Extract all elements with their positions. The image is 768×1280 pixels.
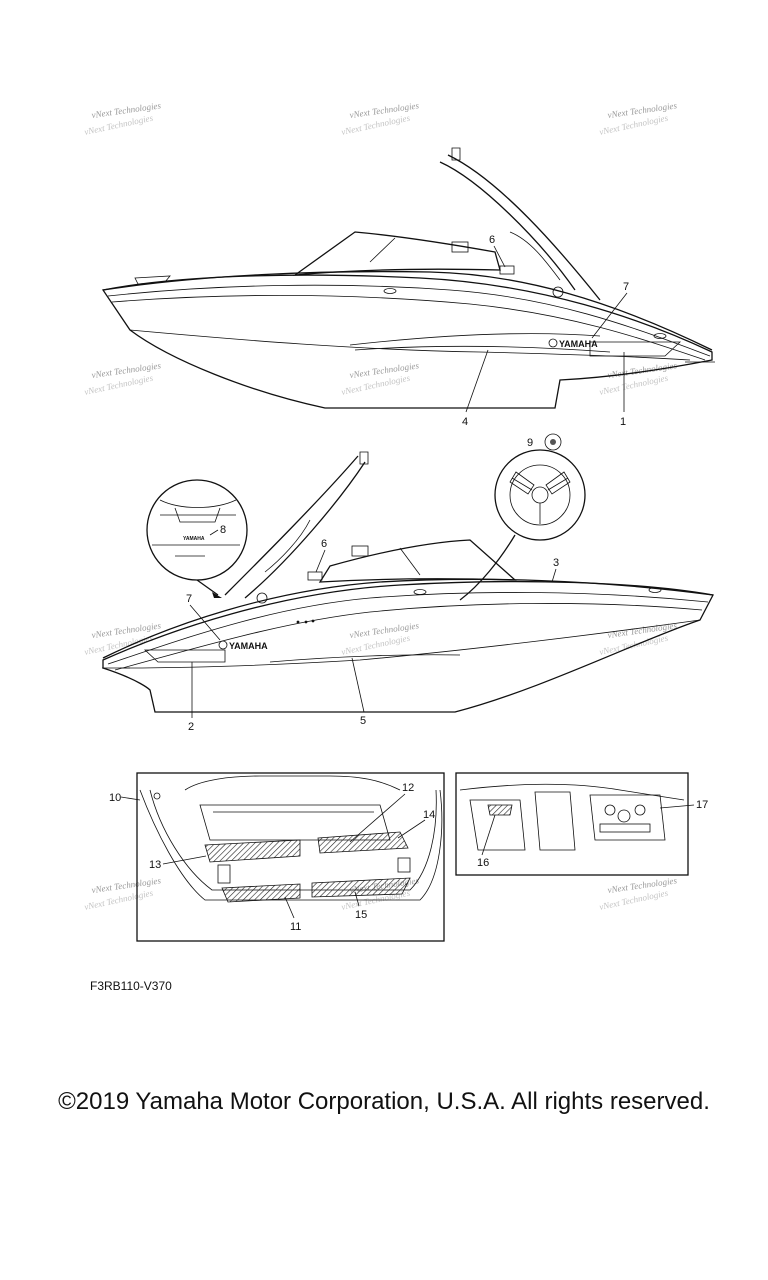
callout-2: 2: [188, 721, 194, 733]
callouts-boat-1: 6 7 4 1: [462, 234, 629, 428]
callout-4: 4: [462, 416, 468, 428]
callout-7: 7: [186, 593, 192, 605]
callout-10: 10: [109, 792, 121, 804]
callout-7: 7: [623, 281, 629, 293]
callout-8: 8: [220, 524, 226, 536]
callout-3: 3: [553, 557, 559, 569]
copyright-text: ©2019 Yamaha Motor Corporation, U.S.A. A…: [58, 1088, 710, 1115]
callout-16: 16: [477, 857, 489, 869]
yamaha-decal: YAMAHA: [183, 536, 205, 542]
callout-6: 6: [321, 538, 327, 550]
yamaha-decal: YAMAHA: [559, 339, 598, 349]
diagram-code: F3RB110-V370: [90, 979, 172, 993]
callout-11: 11: [290, 921, 301, 933]
callout-13: 13: [149, 859, 161, 871]
callout-17: 17: [696, 799, 708, 811]
callout-12: 12: [402, 782, 414, 794]
yamaha-decal: YAMAHA: [229, 641, 268, 651]
callout-5: 5: [360, 715, 366, 727]
detail-inset-8: YAMAHA 8: [146, 479, 248, 598]
detail-stern-platform: 10 12 14 13 11 15: [109, 772, 445, 942]
callout-15: 15: [355, 909, 367, 921]
callout-9: 9: [527, 437, 533, 449]
watermark-group: vNext Technologies vNext Technologies vN…: [83, 100, 678, 912]
parts-diagram: vNext Technologies vNext Technologies vN…: [83, 100, 715, 942]
callout-1: 1: [620, 416, 626, 428]
boat-side-view-starboard: YAMAHA: [101, 147, 715, 409]
callout-14: 14: [423, 809, 435, 821]
detail-cockpit: 16 17: [455, 772, 708, 876]
callout-6: 6: [489, 234, 495, 246]
callouts-boat-2: 6 3 7 2 5: [186, 538, 559, 733]
detail-inset-steering-wheel: 9: [459, 433, 586, 601]
boat-side-view-port: YAMAHA: [102, 451, 714, 713]
